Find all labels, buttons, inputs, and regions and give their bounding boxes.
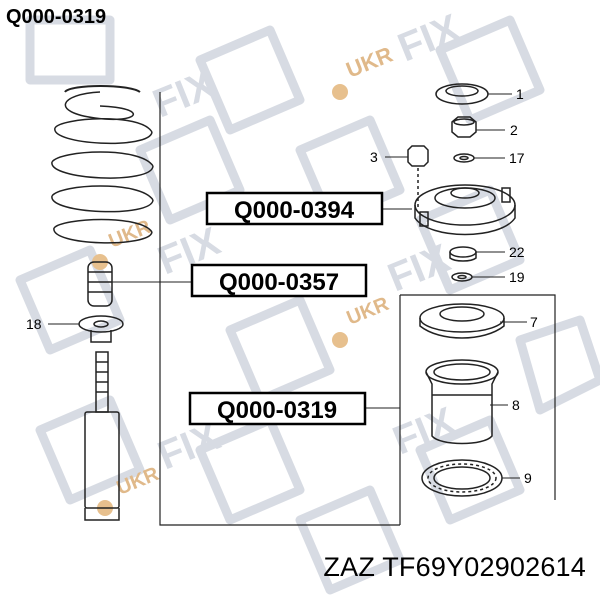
part-17-washer [453,153,475,163]
box-bump-stop: Q000-0357 [219,269,339,296]
box-frame [190,263,368,298]
watermark-brand: UKR [344,293,393,330]
callout-18: 18 [26,316,42,332]
part-7-upper-seat [419,303,505,339]
callout-22: 22 [509,244,525,260]
frame-lines [159,92,556,526]
part-3-nut [407,145,429,210]
callout-1: 1 [516,86,524,102]
watermark-brand: UKR [343,42,397,83]
watermark-pattern [15,15,600,595]
callout-19: 19 [509,269,525,285]
upper-strut-mount [414,184,516,236]
watermark-suffix: FIX [387,399,461,463]
part-2-nut [451,116,477,138]
header-part-number: Q000-0319 [6,6,107,28]
watermark-brand: UKR [114,463,163,500]
bump-stop [87,261,113,307]
box-frame [188,391,367,426]
watermark-suffix: FIX [382,236,456,300]
box-frame [205,191,384,226]
callout-8: 8 [512,397,520,413]
gear-icon [332,84,348,100]
part-9-lower-seat [421,459,503,497]
callout-numbers: 1 2 17 3 22 19 7 8 9 18 [26,86,538,486]
part-8-dust-boot [425,359,499,445]
coil-spring [51,85,154,244]
watermark-suffix: FIX [392,6,466,70]
callout-2: 2 [510,122,518,138]
shock-absorber [84,351,120,521]
callout-9: 9 [524,470,532,486]
left-assembly [51,85,154,521]
part-number-boxes: Q000-0394 Q000-0357 Q000-0319 [188,191,384,426]
callout-7: 7 [530,314,538,330]
part-22-bearing [449,246,477,262]
box-upper-mount: Q000-0394 [234,197,355,224]
gear-icon [332,332,348,348]
callout-3: 3 [370,149,378,165]
callout-17: 17 [509,150,525,166]
box-boot-kit: Q000-0319 [217,397,337,424]
footer-reference: ZAZ TF69Y02902614 [323,552,586,582]
